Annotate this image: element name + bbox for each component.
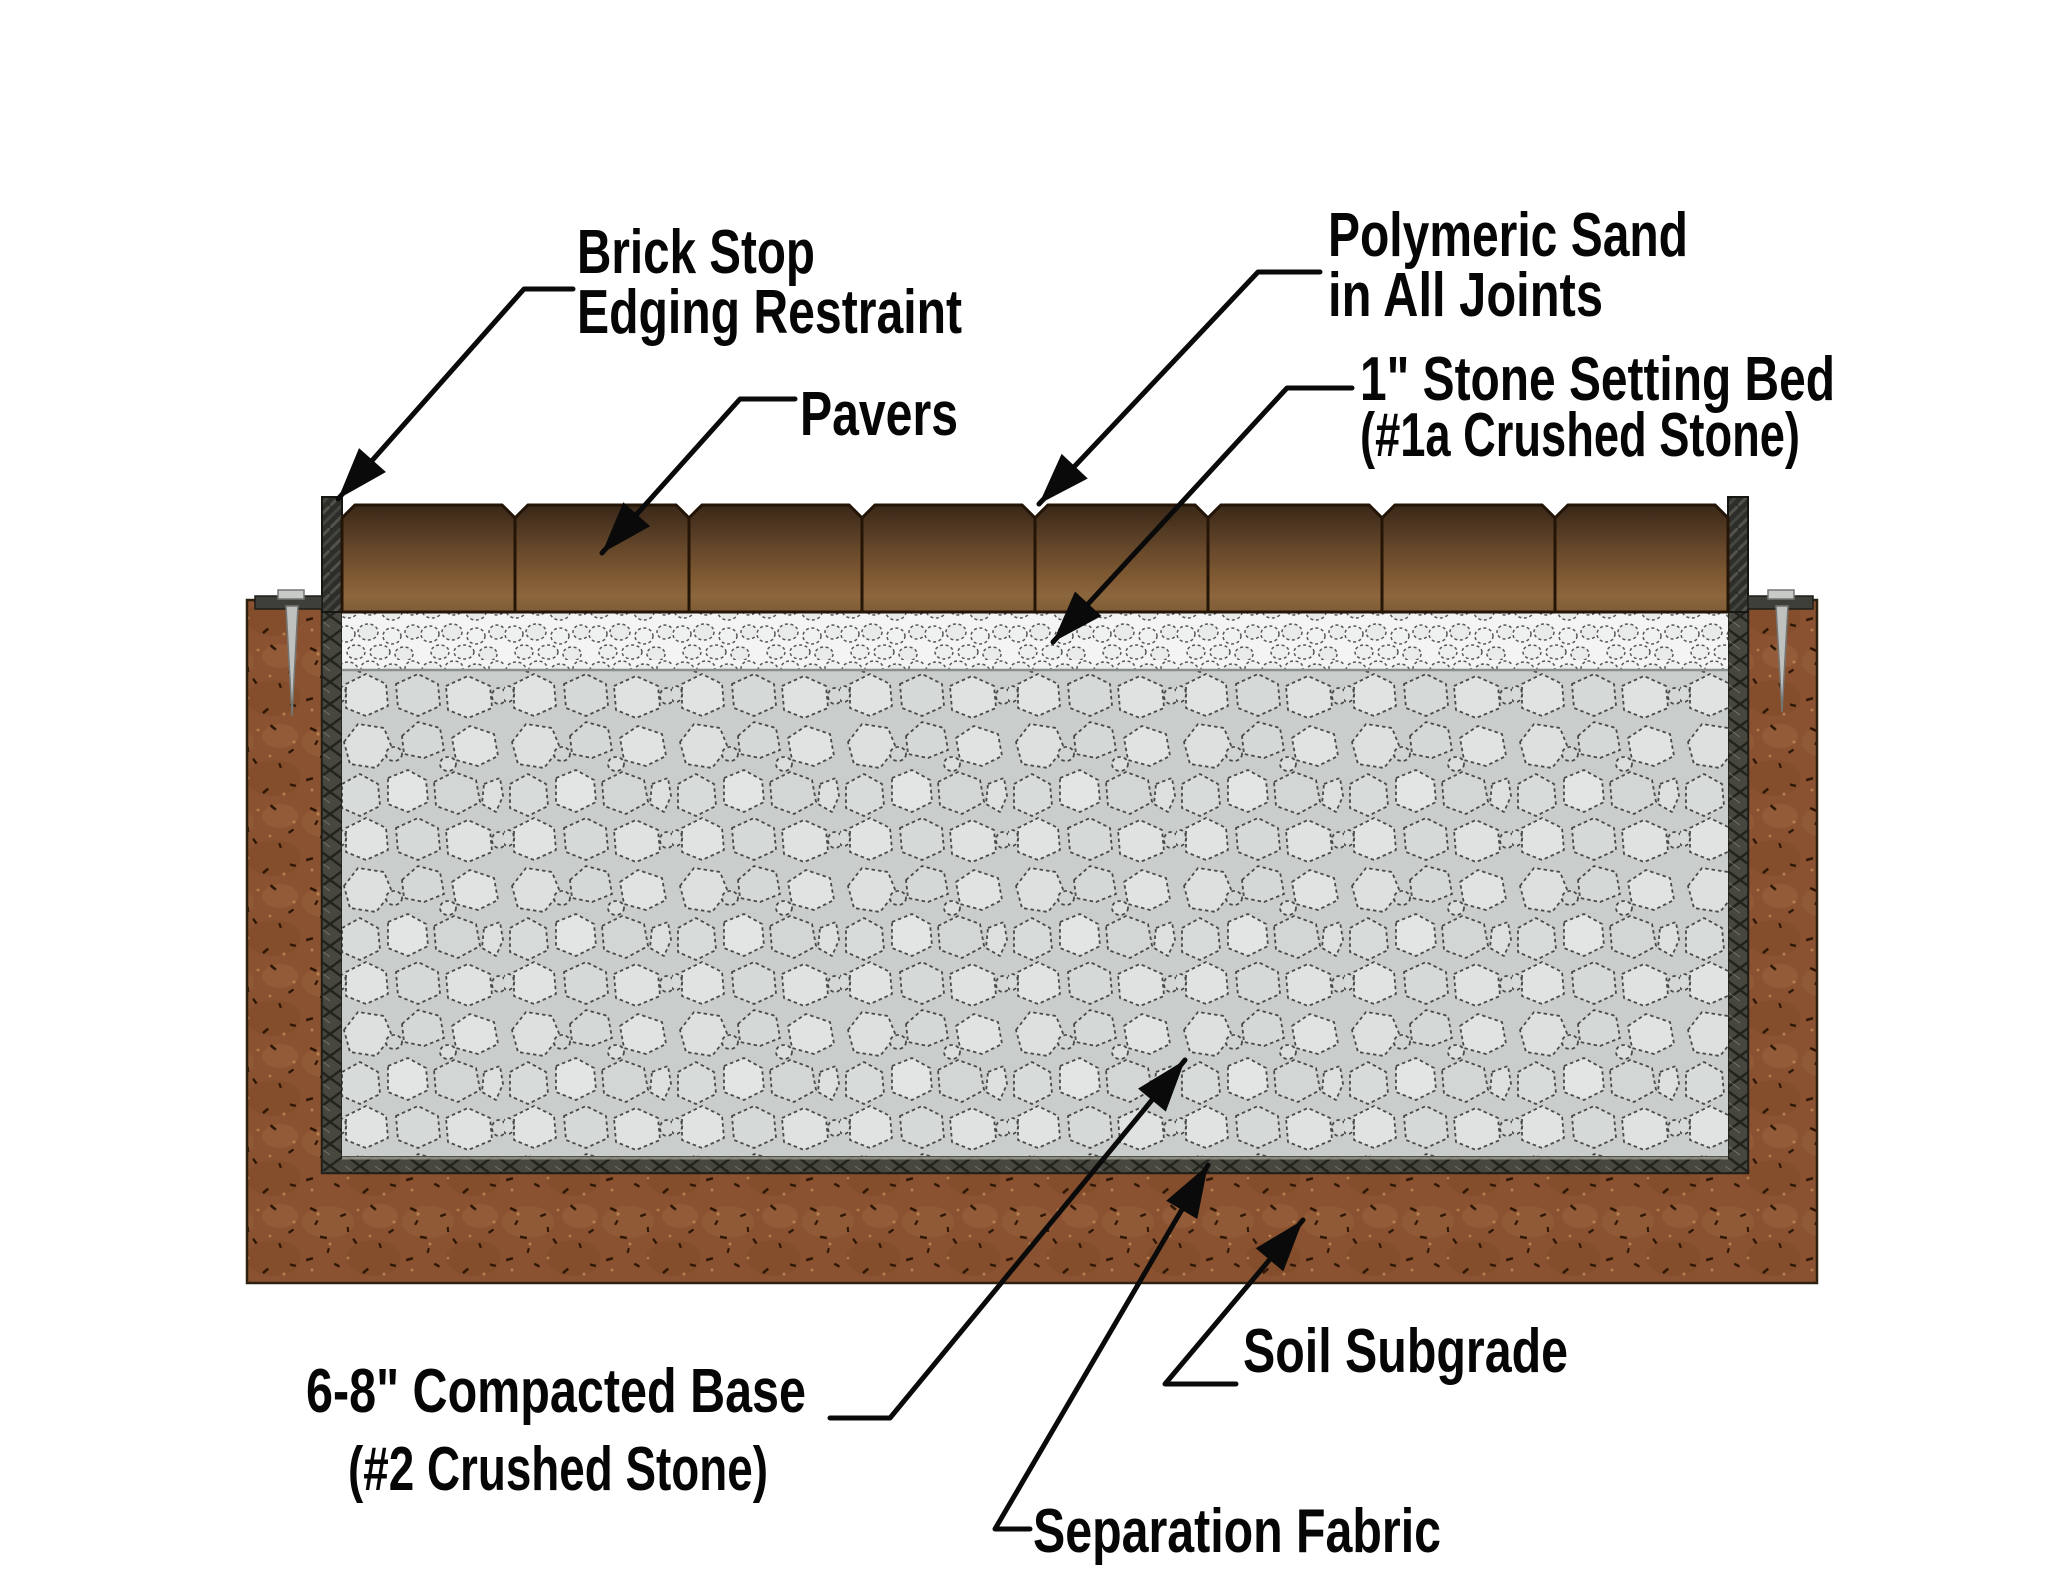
paver-speckle-overlay xyxy=(340,503,1730,614)
label-brick-stop-line1: Brick Stop xyxy=(577,218,815,287)
label-setting-bed-line1: 1" Stone Setting Bed xyxy=(1360,345,1835,414)
label-soil-subgrade: Soil Subgrade xyxy=(1243,1317,1568,1386)
label-soil-subgrade-line1: Soil Subgrade xyxy=(1243,1317,1568,1386)
leader-compacted-base-arrow xyxy=(827,1057,1188,1421)
label-polymeric-sand: Polymeric Sand in All Joints xyxy=(1328,201,1688,330)
label-compacted-base-line1: 6-8" Compacted Base xyxy=(306,1357,806,1426)
label-compacted-base-line2: (#2 Crushed Stone) xyxy=(348,1435,768,1504)
label-polymeric-sand-line2: in All Joints xyxy=(1328,261,1603,330)
label-setting-bed: 1" Stone Setting Bed (#1a Crushed Stone) xyxy=(1360,345,1835,470)
leader-soil-subgrade-arrow xyxy=(1162,1217,1306,1387)
label-brick-stop: Brick Stop Edging Restraint xyxy=(577,218,962,347)
label-separation-fabric-line1: Separation Fabric xyxy=(1033,1497,1441,1566)
leader-polymeric-sand-arrow xyxy=(1036,269,1323,507)
leader-brick-stop-arrow xyxy=(335,286,576,502)
label-setting-bed-line2: (#1a Crushed Stone) xyxy=(1360,401,1800,470)
compacted-base-layer xyxy=(342,670,1728,1156)
edging-restraint-right xyxy=(1727,496,1749,613)
edging-restraint-left xyxy=(321,496,343,613)
label-brick-stop-line2: Edging Restraint xyxy=(577,278,962,347)
label-polymeric-sand-line1: Polymeric Sand xyxy=(1328,201,1688,270)
leader-pavers-arrow xyxy=(599,396,798,556)
edging-spike-left xyxy=(277,589,305,717)
label-pavers: Pavers xyxy=(800,380,958,449)
stone-setting-bed-layer xyxy=(342,612,1728,670)
label-separation-fabric: Separation Fabric xyxy=(1033,1497,1441,1566)
leader-setting-bed-arrow xyxy=(1050,385,1355,645)
label-compacted-base: 6-8" Compacted Base (#2 Crushed Stone) xyxy=(306,1357,806,1504)
label-pavers-line1: Pavers xyxy=(800,380,958,449)
leader-separation-fabric-arrow xyxy=(992,1162,1211,1532)
edging-spike-right xyxy=(1767,589,1795,713)
